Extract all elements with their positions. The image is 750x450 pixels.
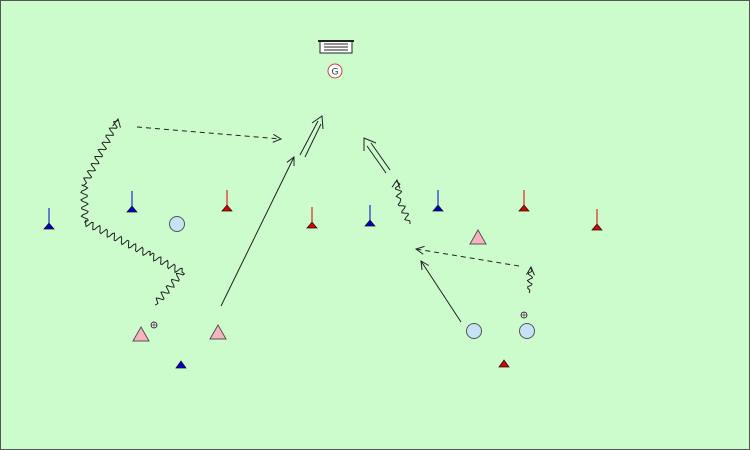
- flag-pole-icon: [221, 190, 233, 212]
- player-team-a: [469, 228, 487, 245]
- flag-pole-icon: [591, 209, 603, 231]
- ball-icon: [520, 311, 528, 319]
- flag-pole-icon: [306, 207, 318, 229]
- dribble-path-right: [527, 267, 532, 294]
- goal-icon: [318, 40, 354, 54]
- flag-pole-icon: [432, 190, 444, 212]
- flag-pole-icon: [43, 208, 55, 230]
- player-team-a: [132, 325, 150, 342]
- dribble-path-middle: [396, 180, 411, 224]
- goalkeeper-marker: [327, 63, 343, 79]
- cone-icon: [175, 360, 187, 369]
- pass-arrow-left: [136, 126, 281, 139]
- goalkeeper-label: G: [332, 68, 339, 78]
- player-team-b: [519, 323, 535, 339]
- flag-pole-icon: [518, 190, 530, 212]
- run-arrow-right: [421, 261, 462, 323]
- shot-arrow-left: [299, 115, 324, 158]
- flag-pole-icon: [126, 191, 138, 213]
- run-arrow-left: [220, 157, 294, 307]
- player-team-a: [209, 323, 227, 340]
- ball-icon: [150, 321, 158, 329]
- dribble-path-left: [80, 119, 186, 306]
- player-team-b: [466, 323, 482, 339]
- player-team-b: [169, 216, 185, 232]
- cone-icon: [498, 359, 510, 368]
- flag-pole-icon: [364, 205, 376, 227]
- shot-arrow-right: [363, 137, 391, 174]
